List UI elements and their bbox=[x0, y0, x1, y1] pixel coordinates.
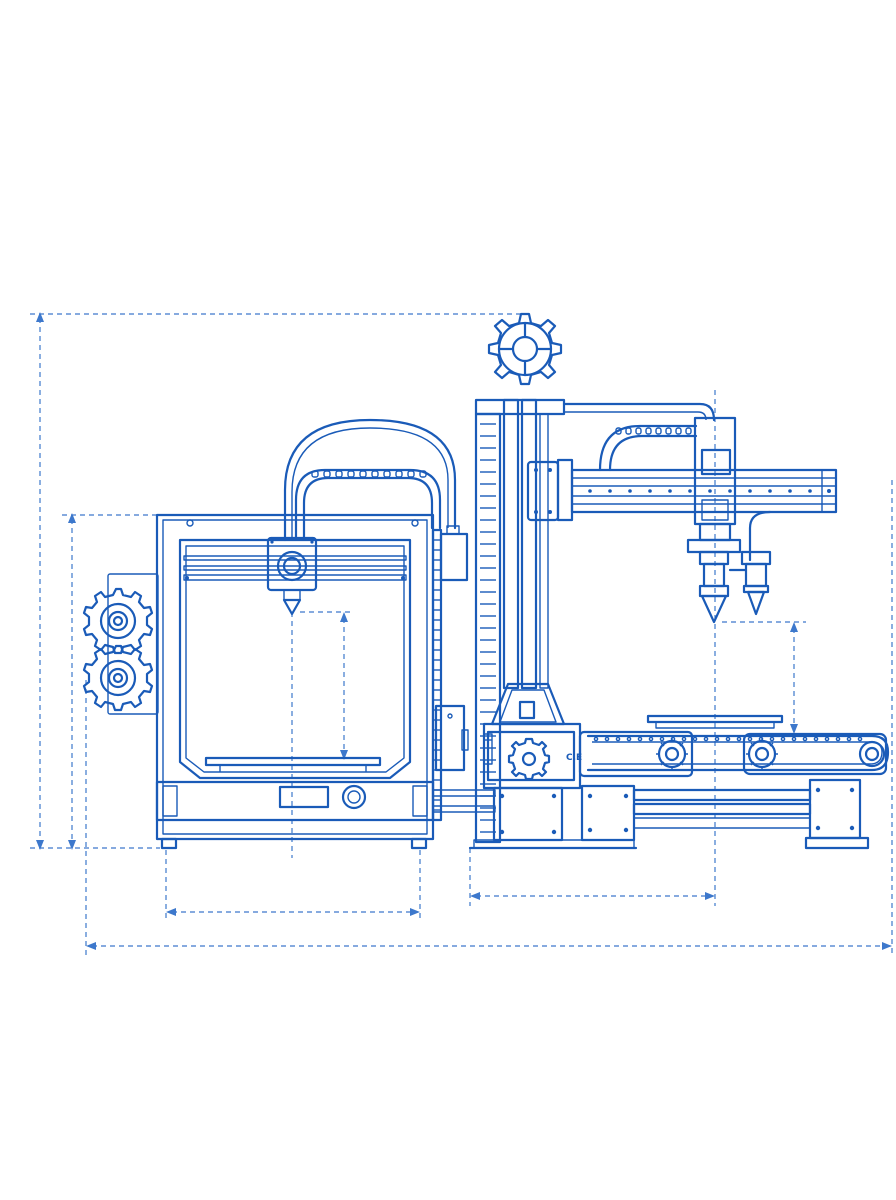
chain-link bbox=[635, 427, 642, 435]
dimension-lines bbox=[30, 312, 893, 955]
base-gear-icon bbox=[507, 737, 551, 781]
rail-hole bbox=[768, 489, 772, 493]
belt-holes bbox=[593, 736, 863, 742]
belt-hole bbox=[593, 736, 599, 742]
chain-link bbox=[323, 470, 331, 478]
roller-gear-icon bbox=[656, 738, 688, 770]
belt-hole bbox=[736, 736, 742, 742]
rail-hole bbox=[748, 489, 752, 493]
chain-link bbox=[371, 470, 379, 478]
belt-hole bbox=[648, 736, 654, 742]
cable-chain-links bbox=[311, 470, 427, 478]
chain-link bbox=[645, 427, 652, 435]
belt-hole bbox=[725, 736, 731, 742]
rail-hole bbox=[808, 489, 812, 493]
chain-link bbox=[615, 427, 622, 435]
belt-hole bbox=[626, 736, 632, 742]
rail-hole bbox=[628, 489, 632, 493]
robotic-gantry: C.E bbox=[468, 312, 890, 850]
belt-hole bbox=[747, 736, 753, 742]
upper-gear-icon bbox=[82, 587, 154, 655]
belt-hole bbox=[846, 736, 852, 742]
belt-hole bbox=[780, 736, 786, 742]
printer-side-rail-ticks bbox=[433, 539, 441, 811]
belt-hole bbox=[659, 736, 665, 742]
rail-hole bbox=[728, 489, 732, 493]
rail-hole bbox=[668, 489, 672, 493]
belt-hole bbox=[615, 736, 621, 742]
chain-link bbox=[655, 427, 662, 435]
chain-link bbox=[665, 427, 672, 435]
arm-rail-holes bbox=[588, 489, 812, 493]
chain-link bbox=[311, 470, 319, 478]
belt-hole bbox=[703, 736, 709, 742]
side-gear-pair bbox=[82, 573, 159, 715]
rail-hole bbox=[608, 489, 612, 493]
top-gear-icon bbox=[487, 312, 563, 386]
chain-link bbox=[347, 470, 355, 478]
chain-link bbox=[419, 470, 427, 478]
column-rail-ticks bbox=[480, 423, 496, 833]
chain-link bbox=[675, 427, 682, 435]
chain-link bbox=[407, 470, 415, 478]
belt-hole bbox=[835, 736, 841, 742]
belt-hole bbox=[692, 736, 698, 742]
arm-cable-chain bbox=[615, 427, 692, 435]
belt-hole bbox=[802, 736, 808, 742]
conveyor-belt bbox=[578, 730, 890, 778]
3d-printer bbox=[155, 418, 469, 850]
plate-label: C.E bbox=[566, 753, 582, 763]
belt-hole bbox=[813, 736, 819, 742]
lower-gear-icon bbox=[82, 644, 154, 712]
belt-hole bbox=[791, 736, 797, 742]
belt-hole bbox=[681, 736, 687, 742]
print-head bbox=[266, 536, 318, 616]
rail-hole bbox=[588, 489, 592, 493]
chain-link bbox=[335, 470, 343, 478]
chain-link bbox=[383, 470, 391, 478]
rail-hole bbox=[688, 489, 692, 493]
chain-link bbox=[395, 470, 403, 478]
belt-hole bbox=[714, 736, 720, 742]
chain-link bbox=[685, 427, 692, 435]
belt-hole bbox=[824, 736, 830, 742]
end-pulley-icon bbox=[858, 740, 886, 768]
chain-link bbox=[359, 470, 367, 478]
belt-hole bbox=[604, 736, 610, 742]
rail-hole bbox=[788, 489, 792, 493]
belt-hole bbox=[857, 736, 863, 742]
belt-hole bbox=[637, 736, 643, 742]
rail-hole bbox=[648, 489, 652, 493]
belt-hole bbox=[769, 736, 775, 742]
drive-gear-icon bbox=[746, 738, 778, 770]
rail-hole bbox=[708, 489, 712, 493]
chain-link bbox=[625, 427, 632, 435]
